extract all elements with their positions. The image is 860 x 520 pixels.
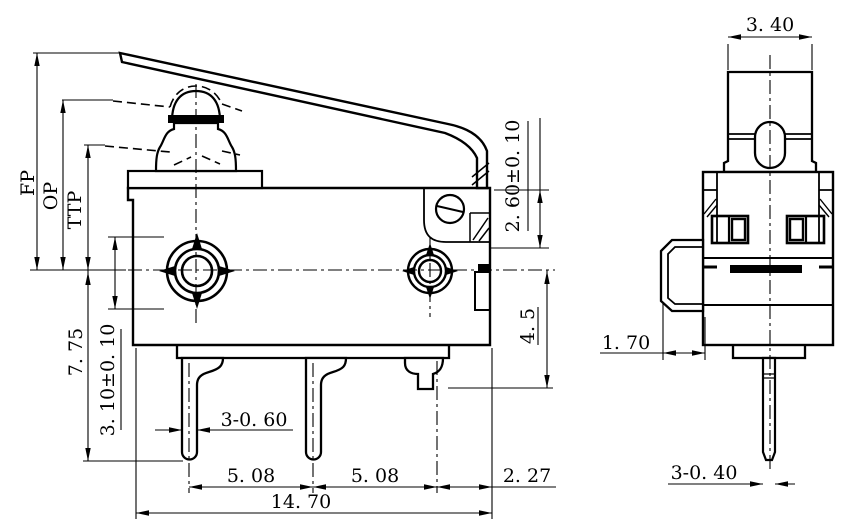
- side-actuator-button-inner: [667, 246, 703, 305]
- lever-arm: [118, 51, 489, 190]
- dimension-lines-side: [600, 36, 813, 485]
- pin-break-marks: [763, 373, 775, 379]
- dim-lever-width-label: 3. 40: [746, 14, 794, 36]
- dim-button-projection-label: 1. 70: [602, 332, 650, 354]
- dim-hole-dia-label: 3. 10±0. 10: [97, 324, 119, 437]
- screw-slot: [436, 205, 464, 213]
- dim-top-clearance-label: 2. 60±0. 10: [502, 120, 524, 233]
- front-view: [30, 51, 556, 519]
- dim-pin-depth-label: 4. 5: [517, 308, 539, 344]
- dim-side-pin-width-label: 3-0. 40: [671, 462, 738, 484]
- dim-total-length-label: 14. 70: [271, 491, 331, 513]
- pin-left: [180, 356, 225, 461]
- screw-pocket: [423, 188, 489, 243]
- top-plate: [126, 169, 264, 190]
- plunger-travel-position-dashed: [104, 145, 241, 166]
- terminal-pins: [180, 356, 445, 461]
- switch-body: [126, 186, 492, 347]
- dim-pitch-left-label: 5. 08: [227, 465, 275, 487]
- body-side-details: [703, 172, 833, 306]
- bottom-step-side: [731, 345, 807, 360]
- dim-overall-height-label: 7. 75: [65, 328, 87, 376]
- dim-edge-offset-label: 2. 27: [503, 465, 551, 487]
- side-notch-contact: [478, 264, 490, 272]
- dim-pin-width-label: 3-0. 60: [221, 409, 288, 431]
- side-actuator-button: [659, 238, 705, 313]
- contact-bar: [730, 265, 802, 273]
- pin-side-view: [761, 356, 777, 462]
- lever-hook-ticks: [471, 162, 490, 186]
- dim-pitch-right-label: 5. 08: [351, 465, 399, 487]
- bottom-flange: [175, 345, 451, 360]
- arrows-down: [34, 235, 550, 461]
- pin-middle: [304, 356, 348, 461]
- dim-ttp-label: TTP: [64, 191, 86, 230]
- spring-hatch: [469, 212, 490, 242]
- dimension-labels: FP OP TTP 7. 75 3. 10±0. 10 3-0. 60 5. 0…: [17, 14, 794, 513]
- dim-op-label: OP: [40, 182, 62, 211]
- mounting-hole-left: [159, 233, 235, 309]
- dim-fp-label: FP: [17, 170, 39, 196]
- side-view: [600, 36, 835, 485]
- mounting-hole-right: [402, 243, 458, 299]
- dimension-lines-front: [33, 52, 556, 519]
- dimension-arrowheads: [34, 34, 812, 516]
- centerlines-front: [30, 84, 555, 493]
- pin-short: [403, 356, 445, 391]
